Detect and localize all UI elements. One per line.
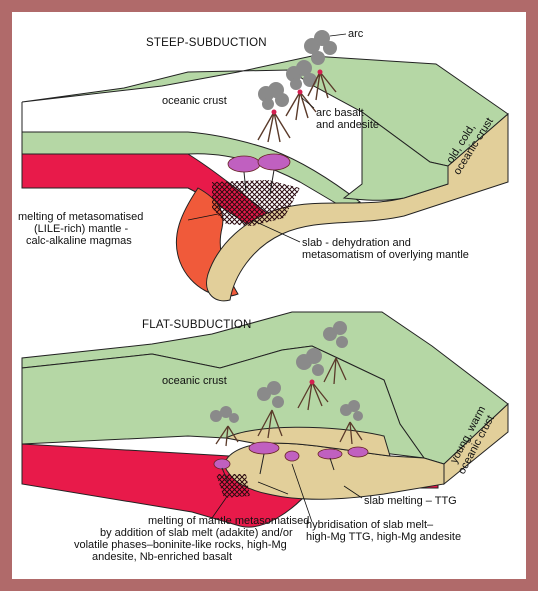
flat-melting-line4: andesite, Nb-enriched basalt <box>92 551 232 563</box>
steep-slab-line2: metasomatism of overlying mantle <box>302 249 469 261</box>
flat-melting-line2: by addition of slab melt (adakite) and/o… <box>100 527 293 539</box>
steep-arc-basalt-line2: and andesite <box>316 119 379 131</box>
flat-oceanic-crust-label: oceanic crust <box>162 375 227 387</box>
steep-arc-label: arc <box>348 28 364 40</box>
flat-hybridisation-line2: high-Mg TTG, high-Mg andesite <box>306 531 461 543</box>
flat-subduction-block: FLAT-SUBDUCTION oceanic crust young, war… <box>22 312 508 563</box>
subduction-diagram: STEEP-SUBDUCTION arc oceanic crust arc b… <box>12 12 526 579</box>
flat-title: FLAT-SUBDUCTION <box>142 319 252 331</box>
flat-hybridisation-line1: hybridisation of slab melt– <box>306 519 434 531</box>
steep-melting-line1: melting of metasomatised <box>18 211 143 223</box>
steep-title: STEEP-SUBDUCTION <box>146 37 267 49</box>
steep-subduction-block: STEEP-SUBDUCTION arc oceanic crust arc b… <box>18 28 508 301</box>
steep-oceanic-crust-label: oceanic crust <box>162 95 227 107</box>
diagram-frame: STEEP-SUBDUCTION arc oceanic crust arc b… <box>12 12 526 579</box>
flat-melting-line3: volatile phases–boninite-like rocks, hig… <box>74 539 287 551</box>
steep-melting-line2: (LILE-rich) mantle - <box>34 223 128 235</box>
steep-melting-line3: calc-alkaline magmas <box>26 235 132 247</box>
flat-melting-line1: melting of mantle metasomatised <box>148 515 309 527</box>
steep-slab-line1: slab - dehydration and <box>302 237 411 249</box>
steep-arc-basalt-line1: arc basalt <box>316 107 364 119</box>
flat-slab-melting-label: slab melting – TTG <box>364 495 457 507</box>
